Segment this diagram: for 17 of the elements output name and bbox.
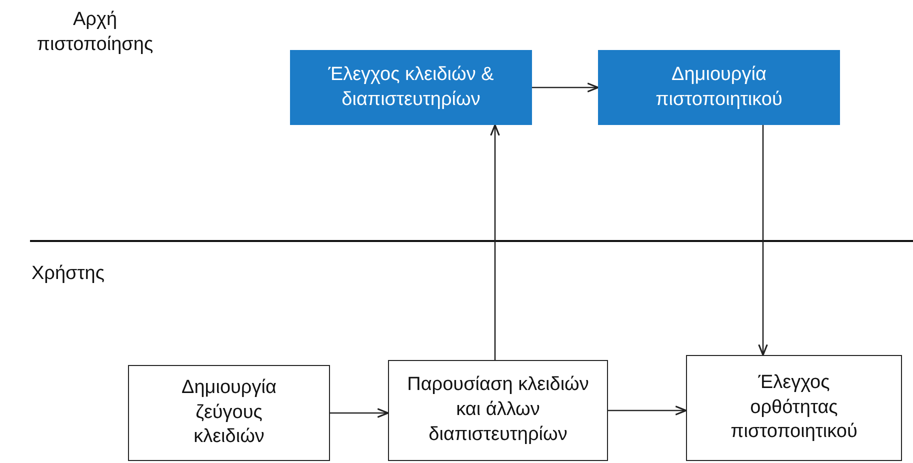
lane-label: Αρχή πιστοποίησης — [36, 8, 154, 57]
box-text: Έλεγχος ορθότητας πιστοποιητικού — [730, 370, 858, 444]
arrow — [330, 408, 389, 418]
box-text: Δημιουργία πιστοποιητικού — [654, 62, 784, 112]
arrow — [532, 82, 599, 92]
arrow — [490, 124, 500, 360]
process-box — [686, 355, 902, 461]
process-box — [290, 50, 532, 125]
box-text: Δημιουργία ζεύγους κλειδιών — [180, 376, 278, 450]
process-box — [128, 365, 330, 461]
box-text: Έλεγχος κλειδιών & διαπιστευτηρίων — [327, 62, 495, 112]
arrow — [608, 406, 687, 416]
process-box — [388, 360, 608, 461]
process-box — [598, 50, 840, 125]
box-text: Παρουσίαση κλειδιών και άλλων διαπιστευτηρίων — [406, 373, 590, 447]
lane-label: Χρήστης — [30, 262, 106, 286]
arrow — [758, 125, 768, 356]
